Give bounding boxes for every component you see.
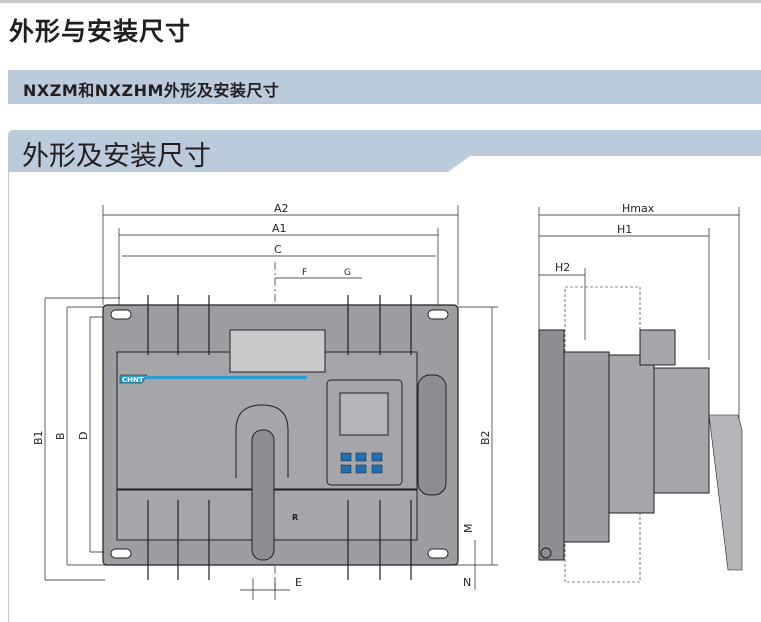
dim-B: B — [54, 432, 67, 440]
subsection-title: NXZM和NXZHM外形及安装尺寸 — [23, 81, 280, 100]
dim-D: D — [77, 432, 90, 440]
dim-E: E — [295, 576, 302, 589]
dim-H1: H1 — [617, 223, 632, 236]
dim-A1: A1 — [272, 222, 287, 235]
dim-M: M — [462, 524, 475, 534]
subsection-band: NXZM和NXZHM外形及安装尺寸 — [8, 70, 761, 104]
front-view-switch: CHNT R — [102, 295, 459, 580]
dim-B1: B1 — [32, 430, 45, 445]
label-R: R — [292, 513, 298, 522]
dim-B2: B2 — [479, 430, 492, 445]
section-tab-shape — [8, 130, 761, 172]
keypad-buttons — [340, 452, 383, 474]
side-view-switch — [538, 286, 743, 583]
dim-Hmax: Hmax — [622, 202, 655, 215]
top-rule — [0, 0, 761, 3]
dim-H2: H2 — [555, 261, 570, 274]
section-border — [8, 172, 9, 622]
dim-N: N — [463, 576, 471, 589]
page-title: 外形与安装尺寸 — [9, 17, 192, 46]
terminal-leads — [147, 295, 412, 580]
dim-F: F — [302, 268, 307, 278]
section-header: 外形及安装尺寸 — [8, 130, 761, 172]
dim-G: G — [344, 268, 351, 278]
dim-A2: A2 — [274, 202, 289, 215]
dim-C: C — [274, 243, 282, 256]
brand-logo: CHNT — [122, 376, 144, 384]
side-view-dimension-lines — [538, 207, 740, 420]
section-title: 外形及安装尺寸 — [22, 141, 211, 172]
